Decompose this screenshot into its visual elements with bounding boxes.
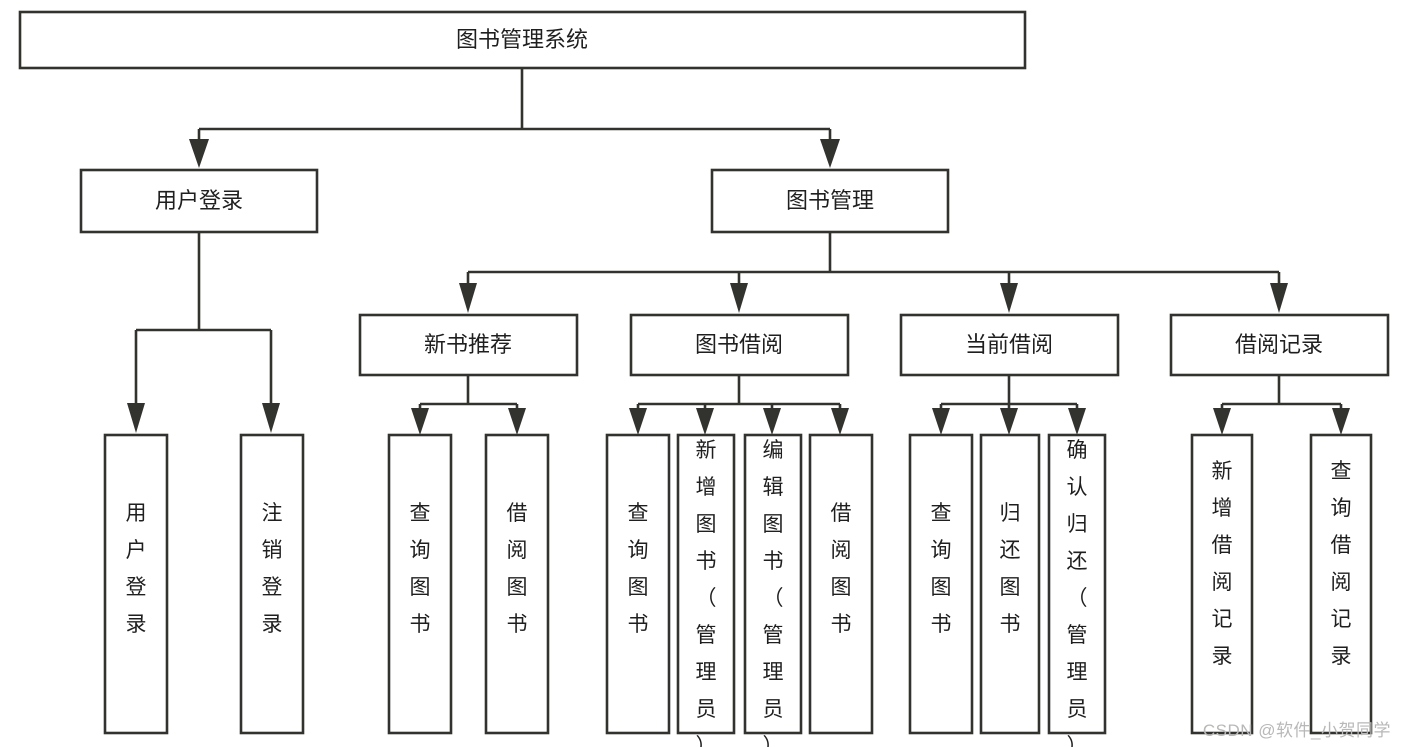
- node-book-borrow-label: 图书借阅: [695, 332, 783, 357]
- node-leaf-query-book-1-label: 查询图书: [410, 502, 431, 636]
- node-leaf-user-login-label: 用户登录: [126, 502, 147, 636]
- node-leaf-query-record[interactable]: 查询借阅记录: [1309, 433, 1373, 735]
- node-book-manage-label: 图书管理: [786, 188, 874, 213]
- connector-group-new-book-recommend: [411, 375, 526, 435]
- node-leaf-add-record-box[interactable]: [1190, 433, 1254, 735]
- arrow-head-leaf-edit-book: [763, 408, 781, 435]
- node-leaf-query-book-1[interactable]: 查询图书: [387, 433, 453, 735]
- node-new-book-recommend-box[interactable]: [358, 313, 579, 377]
- node-leaf-query-book-3[interactable]: 查询图书: [908, 433, 974, 735]
- node-leaf-confirm-return-box[interactable]: [1047, 433, 1107, 735]
- arrow-head-leaf-query-book-1: [411, 408, 429, 435]
- node-root-box[interactable]: [18, 10, 1027, 70]
- node-borrow-record[interactable]: 借阅记录: [1169, 313, 1390, 377]
- node-leaf-add-record-label: 新增借阅记录: [1212, 460, 1233, 668]
- connector-group-book-borrow: [629, 375, 849, 435]
- node-leaf-add-record[interactable]: 新增借阅记录: [1190, 433, 1254, 735]
- connector-group-current-borrow: [932, 375, 1086, 435]
- node-new-book-recommend[interactable]: 新书推荐: [358, 313, 579, 377]
- node-leaf-query-book-2-label: 查询图书: [628, 502, 649, 636]
- arrow-head-user-login: [189, 139, 209, 168]
- node-leaf-edit-book-label: 编辑图书（管理员）: [763, 439, 784, 747]
- connector-group-user-login: [127, 232, 280, 433]
- node-root[interactable]: 图书管理系统: [18, 10, 1027, 70]
- node-leaf-query-book-2-box[interactable]: [605, 433, 671, 735]
- arrow-head-current-borrow: [1000, 283, 1018, 313]
- arrow-head-leaf-query-book-3: [932, 408, 950, 435]
- node-leaf-confirm-return[interactable]: 确认归还（管理员）: [1047, 433, 1107, 747]
- node-leaf-return-book[interactable]: 归还图书: [979, 433, 1041, 735]
- node-leaf-user-login-box[interactable]: [103, 433, 169, 735]
- arrow-head-leaf-return-book: [1000, 408, 1018, 435]
- node-leaf-add-book-label: 新增图书（管理员）: [696, 439, 717, 747]
- arrow-head-book-manage: [820, 139, 840, 168]
- node-leaf-borrow-book-1-box[interactable]: [484, 433, 550, 735]
- node-leaf-borrow-book-1-label: 借阅图书: [507, 502, 528, 636]
- node-leaf-edit-book[interactable]: 编辑图书（管理员）: [743, 433, 803, 747]
- node-leaf-query-book-2[interactable]: 查询图书: [605, 433, 671, 735]
- node-leaf-query-book-3-label: 查询图书: [931, 502, 952, 636]
- connector-group-book-manage: [459, 232, 1288, 313]
- arrow-head-leaf-borrow-book-1: [508, 408, 526, 435]
- node-current-borrow-box[interactable]: [899, 313, 1120, 377]
- arrow-head-leaf-query-book-2: [629, 408, 647, 435]
- connector-group-root: [189, 68, 840, 168]
- node-new-book-recommend-label: 新书推荐: [424, 332, 512, 357]
- arrow-head-leaf-query-record: [1332, 408, 1350, 435]
- node-book-borrow-box[interactable]: [629, 313, 850, 377]
- node-leaf-borrow-book-2-box[interactable]: [808, 433, 874, 735]
- node-leaf-borrow-book-1[interactable]: 借阅图书: [484, 433, 550, 735]
- node-leaf-query-record-label: 查询借阅记录: [1331, 460, 1352, 668]
- node-user-login-box[interactable]: [79, 168, 319, 234]
- node-leaf-return-book-label: 归还图书: [1000, 502, 1021, 636]
- node-leaf-add-book-box[interactable]: [676, 433, 736, 735]
- arrow-head-book-borrow: [730, 283, 748, 313]
- node-leaf-user-logout-label: 注销登录: [262, 502, 283, 636]
- node-borrow-record-box[interactable]: [1169, 313, 1390, 377]
- node-current-borrow-label: 当前借阅: [965, 332, 1053, 357]
- arrow-head-leaf-user-login: [127, 403, 145, 433]
- node-current-borrow[interactable]: 当前借阅: [899, 313, 1120, 377]
- arrow-head-leaf-confirm-return: [1068, 408, 1086, 435]
- arrow-head-leaf-add-record: [1213, 408, 1231, 435]
- node-leaf-user-login[interactable]: 用户登录: [103, 433, 169, 735]
- node-leaf-edit-book-box[interactable]: [743, 433, 803, 735]
- arrow-head-new-book-recommend: [459, 283, 477, 313]
- node-leaf-query-book-3-box[interactable]: [908, 433, 974, 735]
- arrow-head-borrow-record: [1270, 283, 1288, 313]
- connector-group-borrow-record: [1213, 375, 1350, 435]
- node-book-manage[interactable]: 图书管理: [710, 168, 950, 234]
- node-leaf-return-book-box[interactable]: [979, 433, 1041, 735]
- node-leaf-user-logout-box[interactable]: [239, 433, 305, 735]
- node-borrow-record-label: 借阅记录: [1235, 332, 1323, 357]
- arrow-head-leaf-user-logout: [262, 403, 280, 433]
- node-leaf-borrow-book-2-label: 借阅图书: [831, 502, 852, 636]
- arrow-head-leaf-add-book: [696, 408, 714, 435]
- arrow-head-leaf-borrow-book-2: [831, 408, 849, 435]
- node-leaf-query-book-1-box[interactable]: [387, 433, 453, 735]
- node-leaf-query-record-box[interactable]: [1309, 433, 1373, 735]
- node-leaf-user-logout[interactable]: 注销登录: [239, 433, 305, 735]
- node-leaf-borrow-book-2[interactable]: 借阅图书: [808, 433, 874, 735]
- node-leaf-confirm-return-label: 确认归还（管理员）: [1067, 439, 1088, 747]
- node-user-login[interactable]: 用户登录: [79, 168, 319, 234]
- node-user-login-label: 用户登录: [155, 188, 243, 213]
- node-book-borrow[interactable]: 图书借阅: [629, 313, 850, 377]
- node-leaf-add-book[interactable]: 新增图书（管理员）: [676, 433, 736, 747]
- node-root-label: 图书管理系统: [456, 27, 588, 52]
- node-book-manage-box[interactable]: [710, 168, 950, 234]
